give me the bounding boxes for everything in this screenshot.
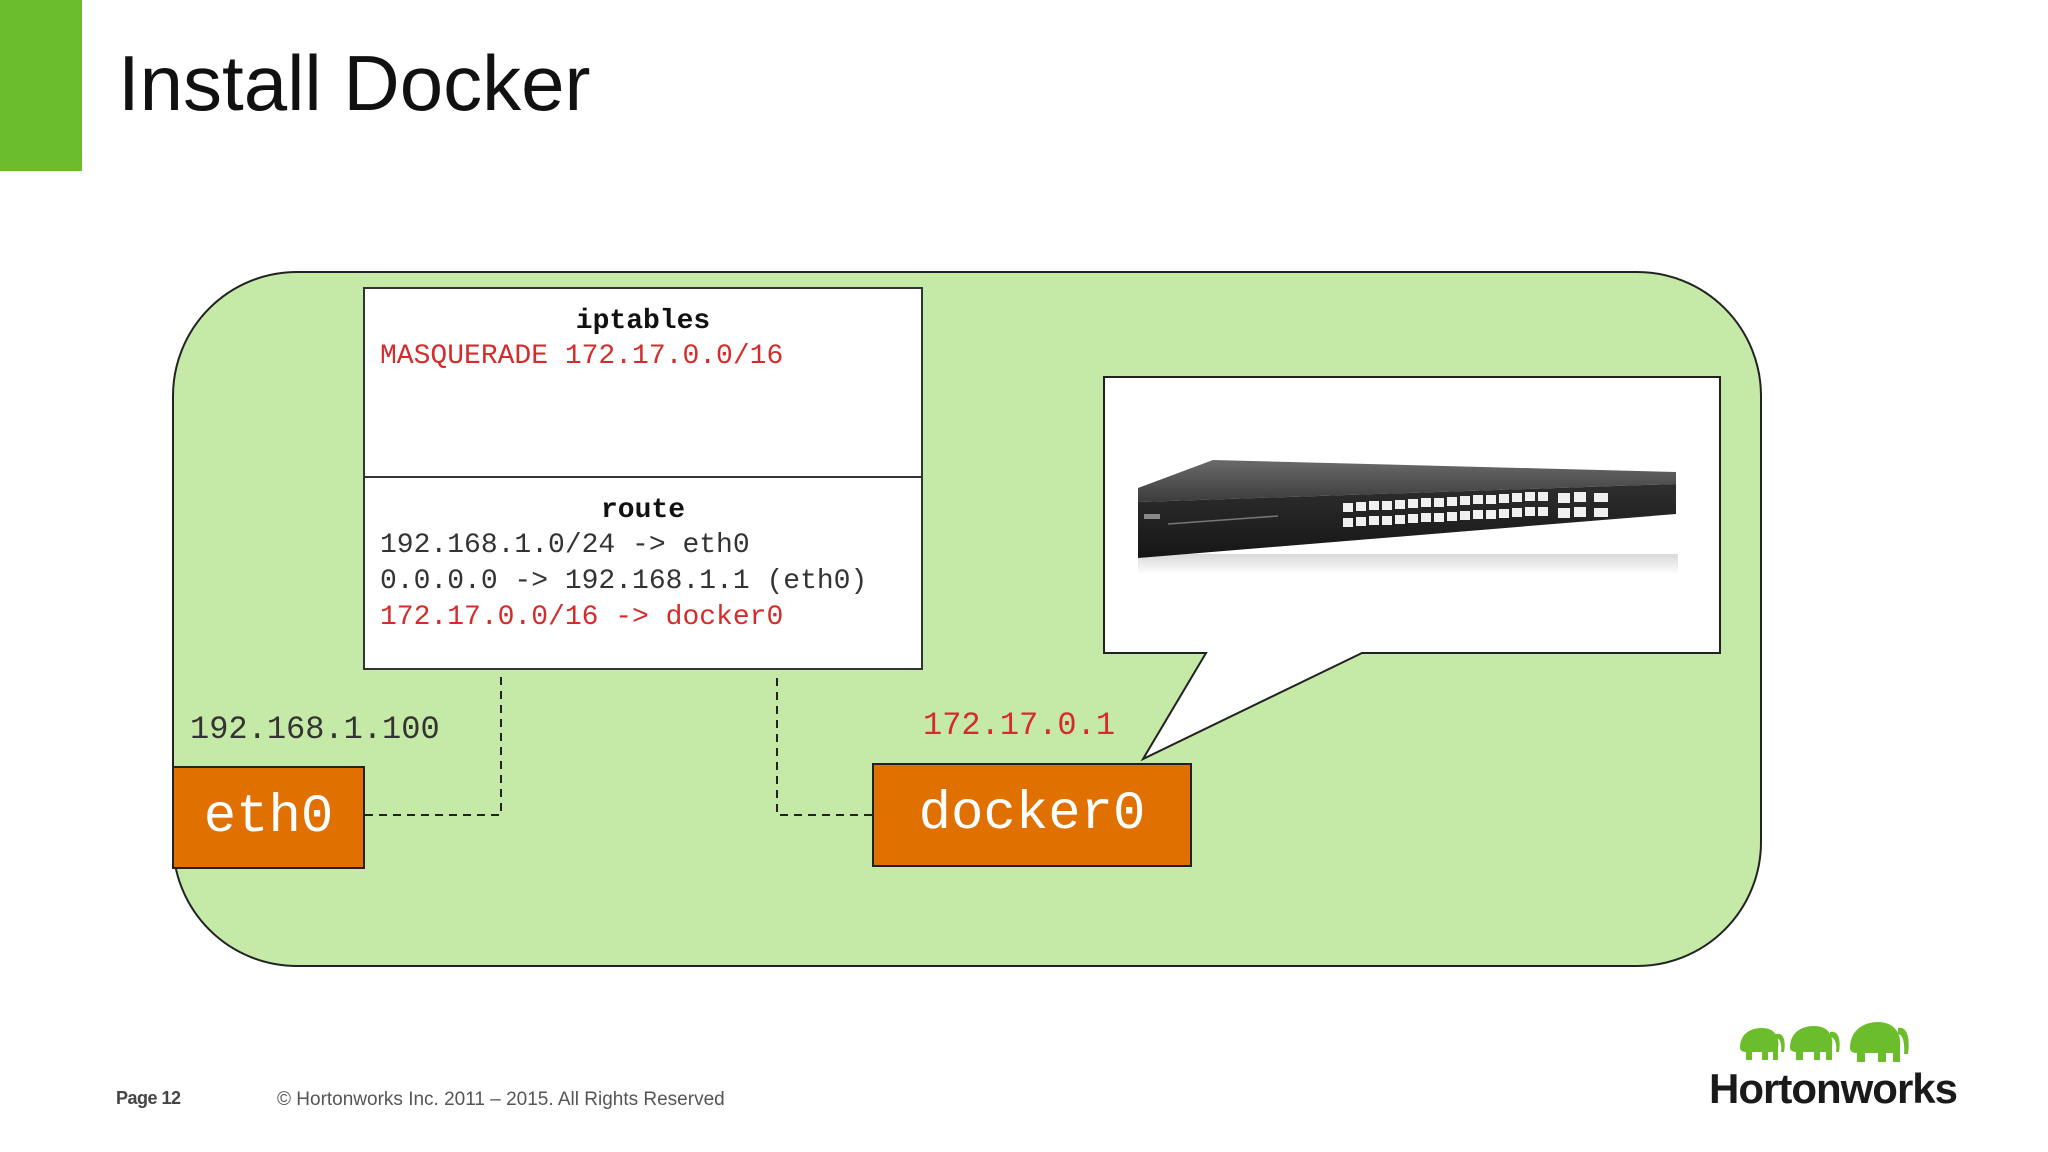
route-entry: 192.168.1.0/24 -> eth0 <box>380 530 750 561</box>
route-title: route <box>600 495 685 526</box>
docker0-interface: docker0 <box>872 763 1192 867</box>
iptables-box: iptables MASQUERADE 172.17.0.0/16 <box>363 287 923 478</box>
iptables-rule: MASQUERADE 172.17.0.0/16 <box>380 341 784 372</box>
route-entry: 172.17.0.0/16 -> docker0 <box>380 602 784 633</box>
copyright-text: © Hortonworks Inc. 2011 – 2015. All Righ… <box>277 1089 725 1110</box>
page-number: Page 12 <box>116 1088 181 1108</box>
network-switch-image <box>1138 460 1678 574</box>
logo-wordmark: Hortonworks <box>1709 1065 1958 1112</box>
route-box: route 192.168.1.0/24 -> eth0 0.0.0.0 -> … <box>363 476 923 670</box>
accent-bar <box>0 0 82 171</box>
iptables-title: iptables <box>575 306 711 337</box>
slide-title: Install Docker <box>118 39 591 127</box>
docker0-ip-label: 172.17.0.1 <box>923 707 1116 744</box>
elephant-logo <box>1740 1022 1909 1062</box>
eth0-interface: eth0 <box>172 766 365 869</box>
route-entry: 0.0.0.0 -> 192.168.1.1 (eth0) <box>380 566 868 597</box>
eth0-ip-label: 192.168.1.100 <box>190 711 440 748</box>
